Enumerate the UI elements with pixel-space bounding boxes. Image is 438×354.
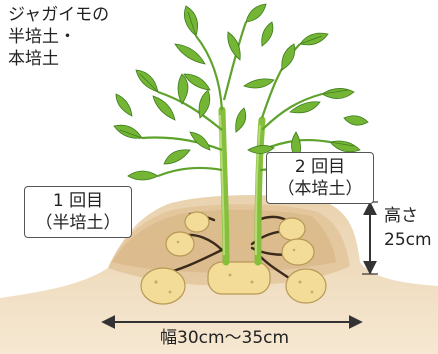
second-hilling-label-line-1: 2 回目 (294, 157, 346, 177)
leaf-icon (115, 93, 133, 117)
leaf-icon (174, 43, 206, 65)
leaf-icon (247, 145, 275, 154)
leaf-icon (127, 170, 159, 181)
leaf-icon (235, 107, 247, 133)
width-label: 幅30cm～35cm (160, 328, 290, 348)
tuber-icon (281, 238, 315, 266)
tuber-icon (165, 231, 195, 257)
leaf-icon (243, 78, 275, 89)
leaf-icon (163, 149, 191, 165)
leaf-icon (289, 101, 321, 114)
height-label: 高さ 25cm (384, 204, 432, 252)
tuber-icon (285, 268, 327, 304)
leaf-icon (227, 31, 241, 61)
height-label-line-1: 高さ (384, 206, 418, 226)
leaf-icon (245, 3, 267, 23)
leaf-icon (321, 88, 355, 99)
leaf-icon (189, 131, 211, 151)
leaf-icon (261, 21, 274, 47)
leaf-icon (281, 43, 296, 71)
diagram-title: ジャガイモの 半培土・ 本培土 (8, 4, 109, 70)
title-line-3: 本培土 (8, 49, 59, 69)
stems (218, 106, 266, 266)
leaf-icon (329, 140, 361, 153)
leaf-icon (198, 89, 211, 119)
stem-highlight (219, 114, 261, 256)
tuber-icon (140, 267, 186, 305)
first-hilling-label: 1 回目 （半培土） (24, 186, 132, 238)
tuber-spots (154, 240, 314, 294)
leaf-icon (152, 95, 176, 121)
leaf-icon (343, 115, 369, 126)
title-line-2: 半培土・ (8, 27, 76, 47)
tuber-icon (207, 261, 271, 295)
tubers (140, 211, 327, 305)
leaf-veins (119, 11, 355, 147)
height-label-line-2: 25cm (384, 230, 432, 250)
leaf-icon (177, 73, 189, 105)
leaf-icon (183, 73, 211, 91)
tuber-icon (184, 211, 210, 233)
first-hilling-label-line-2: （半培土） (35, 213, 121, 233)
tuber-icon (278, 217, 306, 241)
leaf-icon (113, 124, 143, 139)
title-line-1: ジャガイモの (8, 5, 110, 25)
second-hilling-label: 2 回目 （本培土） (266, 152, 374, 204)
second-hilling-label-line-2: （本培土） (277, 179, 363, 199)
first-hilling-label-line-1: 1 回目 (52, 191, 104, 211)
